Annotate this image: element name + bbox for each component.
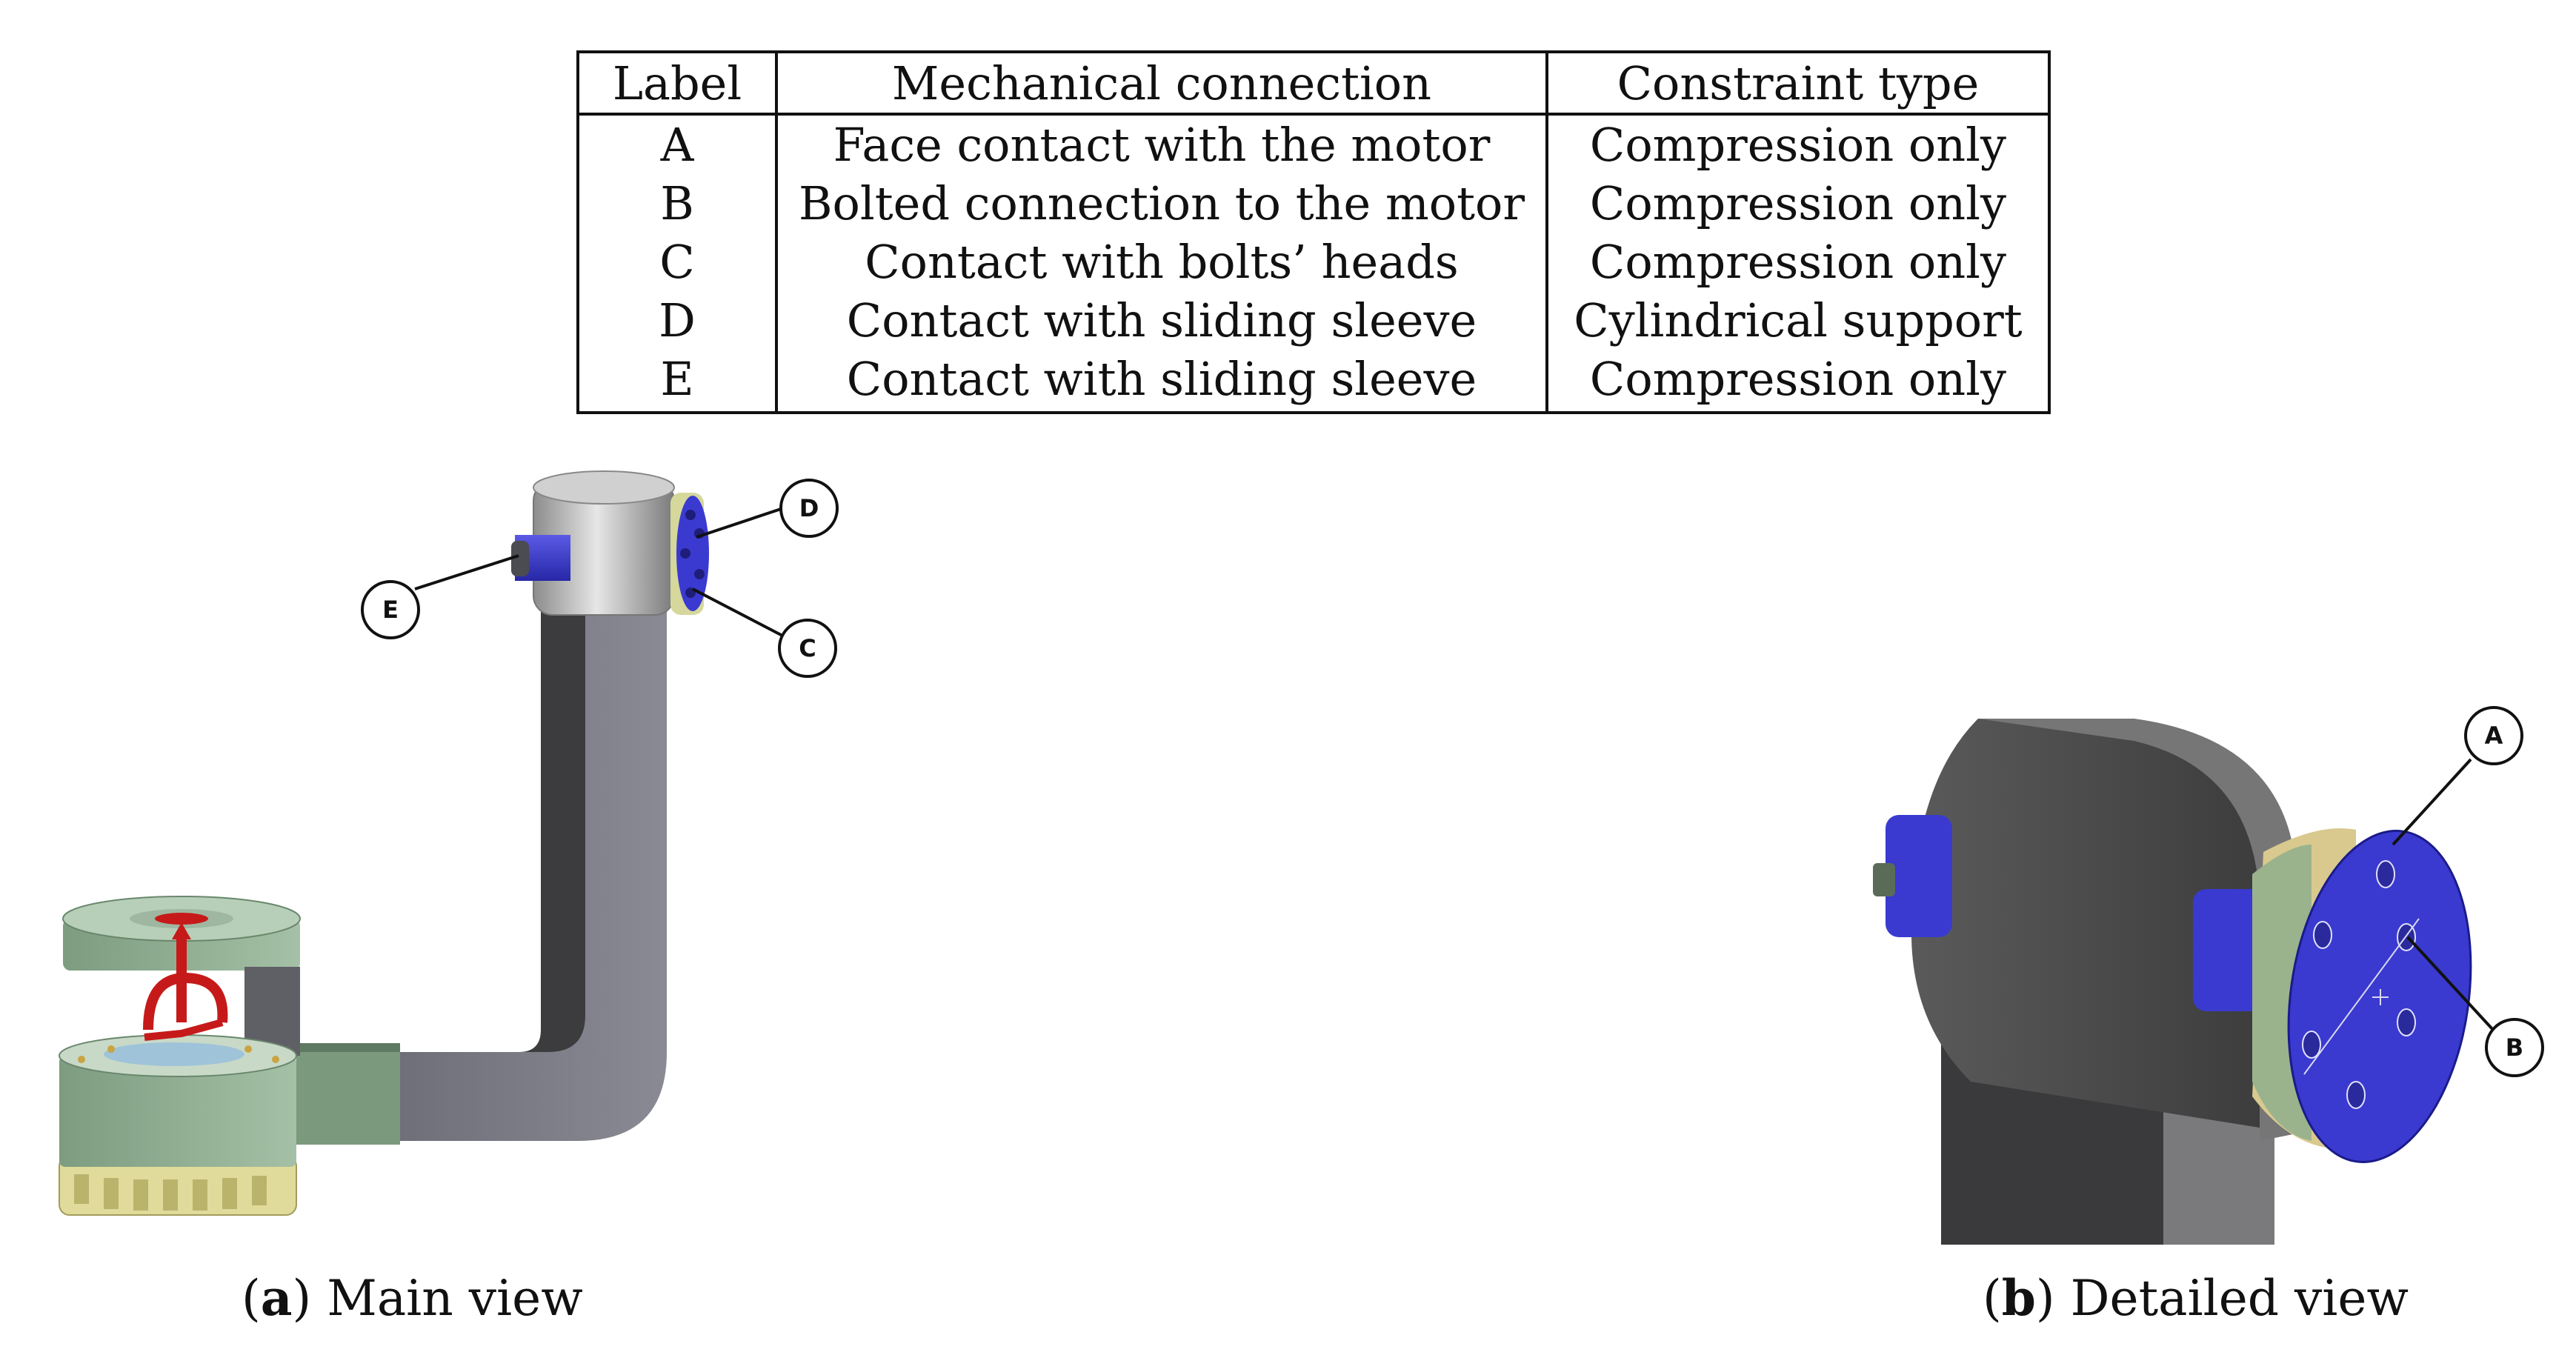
table-row: A Face contact with the motor Compressio… [578,114,2049,174]
table-header-row: Label Mechanical connection Constraint t… [578,52,2049,116]
cell-connection: Face contact with the motor [776,114,1548,174]
caption-letter: a [260,1269,293,1327]
table-row: C Contact with bolts’ heads Compression … [578,233,2049,291]
cell-constraint: Compression only [1589,118,2007,172]
callout-b-letter: B [2506,1034,2523,1062]
constraint-table: Label Mechanical connection Constraint t… [576,50,2051,414]
caption-letter: b [2001,1269,2036,1327]
flange-detail [2193,828,2472,1163]
caption-open-paren: ( [242,1270,261,1327]
cell-constraint: Compression only [1589,176,2007,230]
cell-label: B [578,174,778,233]
caption-text: Main view [311,1270,583,1327]
table-row: E Contact with sliding sleeve Compressio… [578,350,2049,413]
cell-label: E [578,350,778,413]
cell-connection: Contact with sliding sleeve [776,350,1548,413]
cell-constraint: Compression only [1589,352,2007,406]
callout-a-letter: A [2485,722,2503,750]
callout-d-letter: D [799,494,819,522]
cell-label: D [578,291,778,350]
column-header-constraint-type: Constraint type [1546,52,2049,116]
column-header-mechanical-connection: Mechanical connection [776,52,1548,116]
caption-close-paren: ) [292,1270,312,1327]
caption-text: Detailed view [2054,1270,2409,1327]
callout-c-letter: C [799,634,816,662]
caption-main-view: (a) Main view [242,1268,583,1328]
callout-e: E [361,554,519,639]
main-view-figure: D E C [59,470,839,1216]
arm-body [296,563,667,1145]
cell-label: A [578,114,778,174]
caption-open-paren: ( [1983,1270,2002,1327]
cell-constraint: Cylindrical support [1574,293,2023,347]
top-hub [511,470,709,616]
detailed-view-figure: A B [1873,706,2544,1245]
table-row: D Contact with sliding sleeve Cylindrica… [578,291,2049,350]
callout-c: C [692,588,837,678]
cell-connection: Bolted connection to the motor [776,174,1548,233]
callout-a: A [2392,706,2523,846]
cell-constraint: Compression only [1589,235,2007,289]
column-header-label: Label [578,52,778,116]
caption-detailed-view: (b) Detailed view [1983,1268,2409,1328]
load-arrowhead [172,922,191,939]
caption-close-paren: ) [2035,1270,2055,1327]
left-pin-detail [1873,815,1952,937]
cell-connection: Contact with bolts’ heads [776,233,1548,291]
callout-e-letter: E [382,596,399,624]
base-lower-assembly [59,967,300,1216]
rotation-load-arrow [143,933,228,1041]
callout-b: B [2406,936,2544,1077]
cell-connection: Contact with sliding sleeve [776,291,1548,350]
table-row: B Bolted connection to the motor Compres… [578,174,2049,233]
cell-label: C [578,233,778,291]
callout-d: D [696,479,839,539]
